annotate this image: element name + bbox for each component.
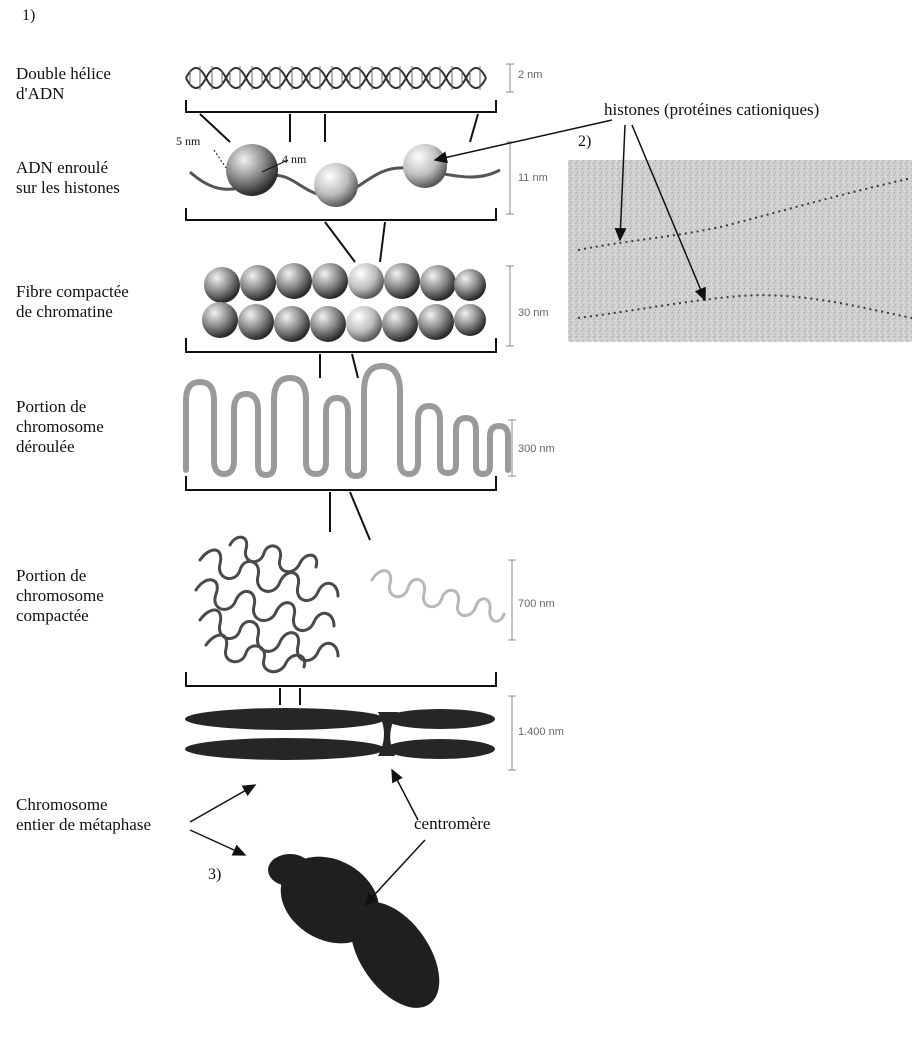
scale-label-300nm: 300 nm	[518, 443, 555, 455]
connector-4	[186, 476, 496, 540]
scale-label-1400nm: 1.400 nm	[518, 726, 564, 738]
connector-3	[186, 338, 496, 378]
double-helix	[186, 66, 486, 90]
looped-chromosome-portion	[186, 366, 508, 476]
panel-number-2: 2)	[578, 132, 591, 152]
scale-label-11nm: 11 nm	[518, 172, 548, 184]
label-chromatin-fibre: Fibre compactée de chromatine	[16, 282, 129, 322]
scale-bracket-2	[506, 142, 514, 214]
nucleosomes	[190, 144, 500, 207]
label-unwound-portion: Portion de chromosome déroulée	[16, 397, 104, 457]
nucleosome-diameter-label: 5 nm	[176, 134, 200, 149]
panel-number-1: 1)	[22, 6, 35, 26]
scale-bracket-6	[508, 696, 516, 770]
chromosome-photo	[265, 839, 457, 1023]
label-dna-on-histones: ADN enroulé sur les histones	[16, 158, 120, 198]
nucleosome-spacing-label: 4 nm	[282, 152, 306, 167]
scale-bracket-5	[508, 560, 516, 640]
scale-bracket-1	[506, 64, 514, 92]
label-double-helix: Double hélice d'ADN	[16, 64, 111, 104]
connector-2	[186, 208, 496, 262]
panel-number-3: 3)	[208, 865, 221, 885]
chromatin-fibre	[202, 263, 486, 342]
histones-annotation: histones (protéines cationiques)	[604, 100, 819, 120]
metaphase-chromosome	[185, 708, 495, 760]
scale-label-700nm: 700 nm	[518, 598, 555, 610]
scale-bracket-3	[506, 266, 514, 346]
compacted-chromosome-portion	[196, 537, 504, 672]
scale-label-2nm: 2 nm	[518, 69, 542, 81]
label-compacted-portion: Portion de chromosome compactée	[16, 566, 104, 626]
connector-1	[186, 100, 496, 142]
label-metaphase-chromosome: Chromosome entier de métaphase	[16, 795, 151, 835]
scale-label-30nm: 30 nm	[518, 307, 549, 319]
micrograph-beads-on-string	[568, 160, 912, 342]
connector-5	[186, 672, 496, 705]
centromere-annotation: centromère	[414, 814, 490, 834]
